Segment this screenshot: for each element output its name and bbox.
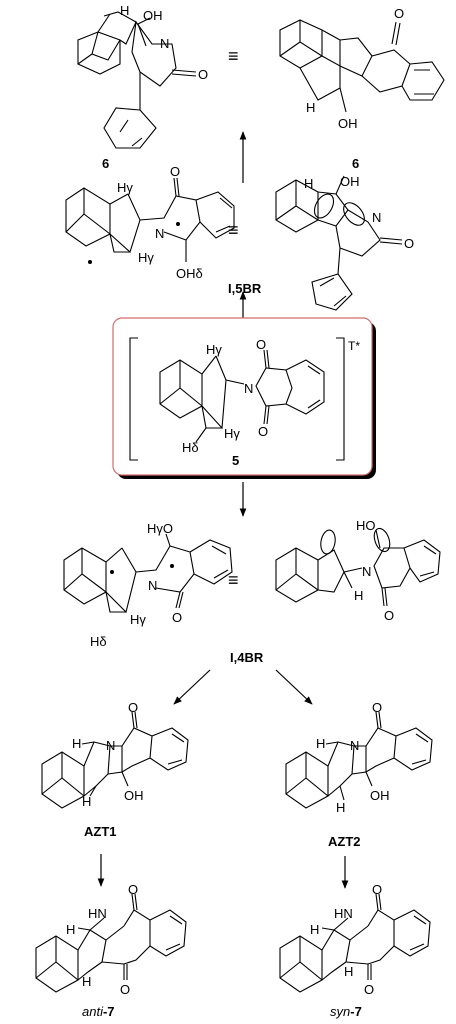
atom-o: O bbox=[372, 700, 382, 715]
atom-hn: HN bbox=[334, 906, 353, 921]
bracket-right bbox=[336, 337, 345, 461]
atom-n: N bbox=[106, 738, 115, 753]
label-compound-5: 5 bbox=[232, 453, 239, 468]
atom-o: O bbox=[128, 882, 138, 897]
triplet-box bbox=[112, 317, 373, 476]
label-i5br: I,5BR bbox=[228, 281, 262, 296]
atom-hn: HN bbox=[88, 906, 107, 921]
biradical-i4br-right bbox=[275, 527, 441, 607]
atom-h-delta: Hδ bbox=[90, 634, 107, 649]
label-anti-suffix: -7 bbox=[103, 1004, 115, 1019]
atom-o: O bbox=[404, 236, 414, 251]
atom-h-gamma: Hγ bbox=[206, 342, 222, 357]
atom-oh-delta: OHδ bbox=[176, 266, 203, 281]
label-compound-6a: 6 bbox=[102, 156, 109, 171]
compound-6-left bbox=[77, 11, 197, 149]
atom-o: O bbox=[172, 610, 182, 625]
compound-6-right bbox=[279, 19, 445, 113]
atom-o: O bbox=[128, 700, 138, 715]
atom-h: H bbox=[354, 588, 363, 603]
atom-h: H bbox=[310, 922, 319, 937]
atom-h-gamma: Hγ bbox=[224, 426, 240, 441]
atom-h-gamma: Hγ bbox=[130, 612, 146, 627]
atom-h-gamma-o: HγO bbox=[147, 521, 173, 536]
equivalence-sign: ≡ bbox=[228, 570, 239, 590]
atom-oh: OH bbox=[338, 116, 358, 131]
atom-h-gamma: Hγ bbox=[117, 180, 133, 195]
atom-o: O bbox=[198, 67, 208, 82]
azetidinol-azt2 bbox=[285, 711, 433, 809]
atom-h-delta: Hδ bbox=[182, 440, 199, 455]
compound-anti-7 bbox=[35, 893, 187, 993]
atom-n: N bbox=[155, 226, 164, 241]
atom-h: H bbox=[66, 922, 75, 937]
arrow-to-azt2 bbox=[275, 669, 313, 705]
atom-o: O bbox=[170, 164, 180, 179]
label-compound-6b: 6 bbox=[352, 156, 359, 171]
label-syn-7: syn-7 bbox=[330, 1004, 362, 1019]
atom-ho: HO bbox=[356, 518, 376, 533]
bracket-left bbox=[129, 337, 138, 461]
atom-n: N bbox=[350, 738, 359, 753]
biradical-i4br-left bbox=[63, 533, 233, 614]
atom-h-gamma: Hγ bbox=[138, 250, 154, 265]
label-i4br: I,4BR bbox=[230, 650, 264, 665]
atom-o: O bbox=[372, 882, 382, 897]
equivalence-sign: ≡ bbox=[228, 220, 239, 240]
atom-oh: OH bbox=[124, 788, 144, 803]
atom-oh: OH bbox=[143, 8, 163, 23]
label-syn-prefix: syn bbox=[330, 1004, 350, 1019]
atom-h: H bbox=[82, 794, 91, 809]
atom-oh: OH bbox=[370, 788, 390, 803]
atom-o: O bbox=[256, 337, 266, 352]
atom-n: N bbox=[160, 36, 169, 51]
atom-h: H bbox=[304, 176, 313, 191]
label-azt2: AZT2 bbox=[328, 834, 361, 849]
azetidinol-azt1 bbox=[41, 711, 189, 809]
atom-o: O bbox=[384, 608, 394, 623]
atom-n: N bbox=[362, 564, 371, 579]
arrow-to-azt1 bbox=[173, 669, 211, 705]
biradical-i5br-left bbox=[65, 177, 235, 264]
label-anti-7: anti-7 bbox=[82, 1004, 115, 1019]
equivalence-sign: ≡ bbox=[228, 46, 239, 66]
atom-h: H bbox=[306, 100, 315, 115]
compound-syn-7 bbox=[279, 893, 431, 993]
atom-h: H bbox=[82, 974, 91, 989]
label-anti-prefix: anti bbox=[82, 1004, 104, 1019]
label-azt1: AZT1 bbox=[84, 824, 117, 839]
atom-o: O bbox=[258, 424, 268, 439]
label-syn-suffix: -7 bbox=[350, 1004, 362, 1019]
atom-n: N bbox=[372, 210, 381, 225]
atom-h: H bbox=[72, 736, 81, 751]
atom-o: O bbox=[364, 982, 374, 997]
atom-n: N bbox=[148, 578, 157, 593]
atom-h: H bbox=[344, 964, 353, 979]
biradical-i5br-right bbox=[275, 175, 403, 311]
atom-h: H bbox=[336, 800, 345, 815]
atom-h: H bbox=[120, 3, 129, 18]
atom-n: N bbox=[244, 381, 253, 396]
atom-h: H bbox=[316, 736, 325, 751]
atom-oh: OH bbox=[340, 174, 360, 189]
compound-5 bbox=[159, 349, 325, 443]
atom-o: O bbox=[394, 6, 404, 21]
label-triplet: T* bbox=[348, 339, 360, 353]
atom-o: O bbox=[120, 982, 130, 997]
